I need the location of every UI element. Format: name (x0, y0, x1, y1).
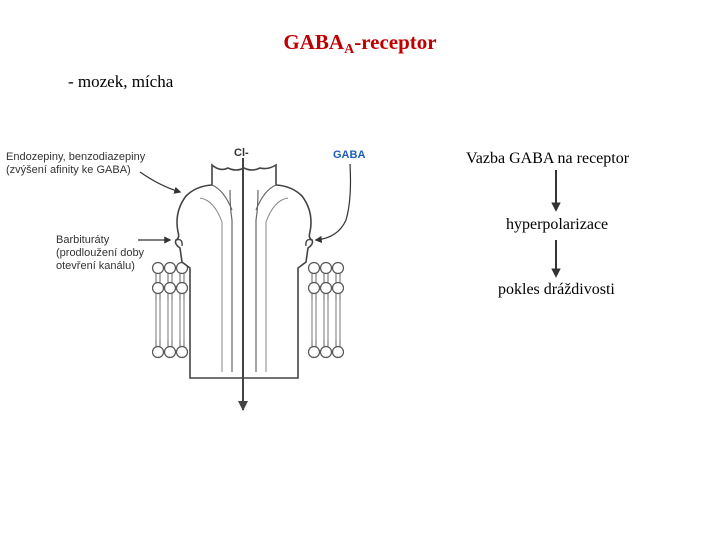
page-title: GABAA-receptor (0, 30, 720, 58)
barbiturate-label-line2: (prodloužení doby (56, 247, 145, 259)
endozepine-label-line2: (zvýšení afinity ke GABA) (6, 164, 131, 176)
left-membrane-bilayer (151, 261, 189, 359)
endozepine-label: Endozepiny, benzodiazepiny (zvýšení afin… (6, 151, 145, 177)
title-subscript: A (344, 42, 355, 57)
gaba-binding-arrow (314, 163, 352, 244)
right-membrane-bilayer (307, 261, 345, 359)
title-rest: -receptor (354, 30, 437, 54)
chloride-label: Cl- (234, 147, 249, 159)
barbiturate-label-line3: otevření kanálu) (56, 260, 135, 272)
barbiturate-label: Barbituráty (prodloužení doby otevření k… (56, 234, 144, 273)
flow-step-excitability: pokles dráždivosti (498, 281, 615, 298)
gaba-label: GABA (333, 149, 366, 161)
flow-step-hyperpolarization: hyperpolarizace (506, 216, 609, 233)
subtitle: - mozek, mícha (68, 72, 174, 91)
title-main: GABA (283, 30, 345, 54)
barbiturate-label-line1: Barbituráty (56, 234, 110, 246)
flow-step-binding: Vazba GABA na receptor (466, 150, 630, 167)
endozepine-label-line1: Endozepiny, benzodiazepiny (6, 151, 146, 163)
endozepine-arrow (139, 171, 182, 194)
